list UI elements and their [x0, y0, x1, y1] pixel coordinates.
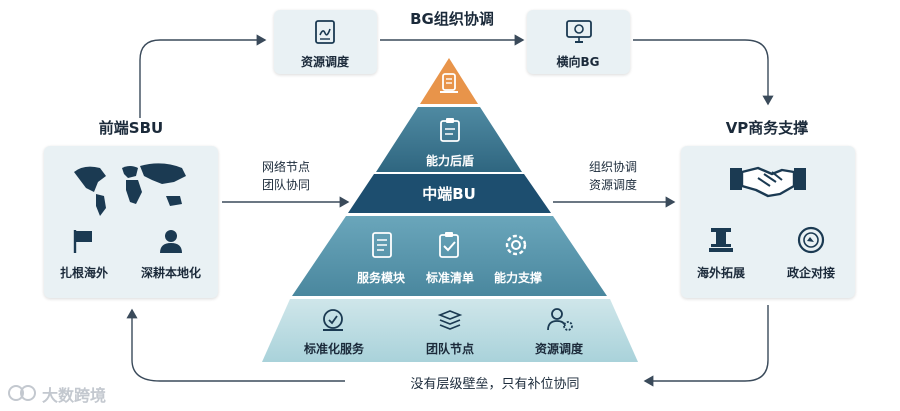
pyramid-base: [262, 299, 638, 362]
left-item-1-label: 扎根海外: [59, 266, 109, 280]
gear-icon: [505, 234, 527, 256]
left-card: 扎根海外 深耕本地化: [44, 146, 218, 298]
podium-icon: [709, 228, 733, 252]
right-section-title: VP商务支撑: [725, 119, 809, 137]
tier2-item-3-label: 能力支撑: [493, 271, 543, 285]
world-map-icon: [74, 163, 186, 216]
checklist-icon: [439, 232, 459, 258]
tier2-item-1-label: 服务模块: [356, 271, 406, 285]
top-right-box-label: 横向BG: [556, 55, 600, 69]
pyramid-tier1: [376, 107, 522, 172]
document-sign-icon: [315, 20, 335, 44]
tier2-item-2-label: 标准清单: [425, 271, 475, 285]
base-item-2-label: 团队节点: [425, 342, 475, 356]
arrow-topleft: [139, 34, 267, 118]
left-item-2-label: 深耕本地化: [140, 266, 202, 280]
service-icon: [323, 309, 343, 331]
database-hand-icon: [440, 73, 458, 93]
seal-icon: [797, 226, 825, 254]
bottom-caption: 没有层级壁垒，只有补位协同: [410, 377, 580, 392]
person-gear-icon: [547, 308, 573, 331]
right-item-2-label: 政企对接: [786, 266, 836, 280]
layers-icon: [437, 310, 463, 330]
base-item-3-label: 资源调度: [534, 342, 584, 356]
left-section-title: 前端SBU: [98, 119, 164, 137]
base-item-1-label: 标准化服务: [303, 342, 365, 356]
right-arrow-line1: 组织协调: [588, 160, 638, 174]
list-doc-icon: [372, 232, 392, 258]
top-title: BG组织协调: [410, 10, 494, 28]
right-item-1-label: 海外拓展: [696, 266, 746, 280]
arrow-topright: [633, 39, 774, 106]
person-icon: [160, 230, 182, 253]
watermark-logo-icon: [8, 385, 36, 401]
handshake-icon: [730, 166, 806, 198]
arrow-bottom-left: [126, 308, 345, 382]
flag-icon: [73, 230, 92, 253]
monitor-icon: [566, 20, 592, 43]
top-left-box-label: 资源调度: [300, 55, 350, 69]
arrow-bottom-right: [643, 305, 769, 387]
right-arrow-line2: 资源调度: [588, 178, 638, 192]
top-left-box: 资源调度: [274, 10, 377, 74]
left-arrow-line1: 网络节点: [261, 160, 311, 174]
band-label: 中端BU: [422, 185, 476, 203]
left-arrow-line2: 团队协同: [261, 178, 311, 192]
clipboard-icon: [440, 118, 460, 142]
pyramid-band: [348, 174, 551, 213]
watermark-text: 大数跨境: [42, 386, 107, 405]
right-card: 海外拓展 政企对接: [681, 146, 855, 298]
tier1-label: 能力后盾: [425, 154, 475, 168]
pyramid-tier2: [292, 216, 607, 296]
pyramid-tip: [420, 58, 478, 104]
top-right-box: 横向BG: [527, 10, 630, 74]
